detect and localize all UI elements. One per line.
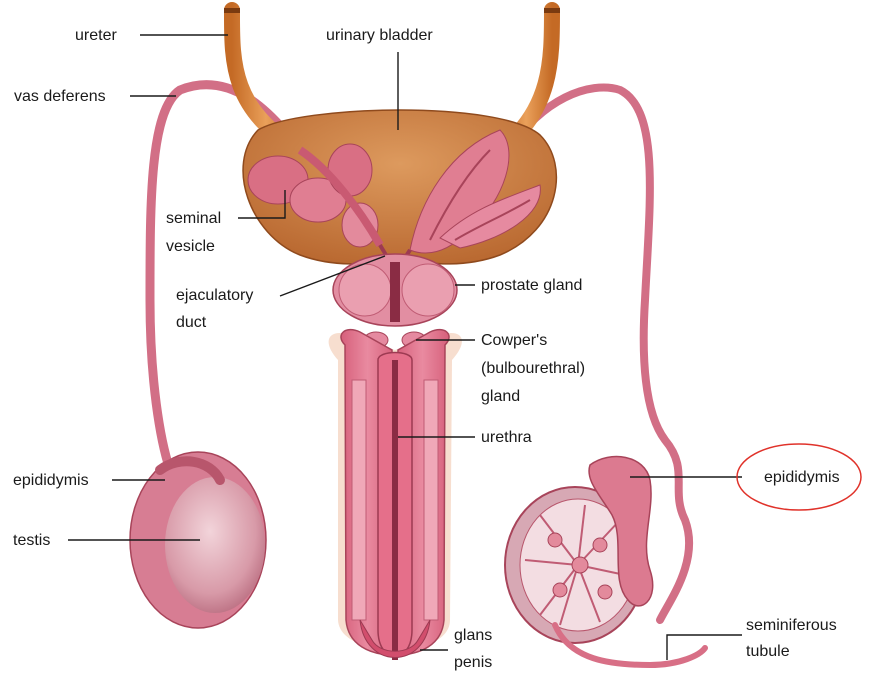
label-epididymis-left: epididymis [13, 472, 89, 489]
label-ejaculatory-duct-2: duct [176, 314, 207, 331]
label-testis: testis [13, 532, 50, 549]
ureter-left-cap [224, 8, 240, 13]
label-cowpers-gland-2: (bulbourethral) [481, 360, 585, 377]
label-seminiferous-tubule-2: tubule [746, 643, 790, 660]
label-epididymis-right: epididymis [764, 469, 840, 486]
ureter-right-cap [544, 8, 560, 13]
label-seminiferous-tubule-1: seminiferous [746, 617, 837, 634]
label-glans-penis-1: glans [454, 627, 492, 644]
prostate [333, 254, 457, 326]
label-seminal-vesicle-2: vesicle [166, 238, 215, 255]
label-urethra: urethra [481, 429, 532, 446]
penis [329, 330, 462, 660]
label-urinary-bladder: urinary bladder [326, 27, 433, 44]
label-ejaculatory-duct-1: ejaculatory [176, 287, 253, 304]
label-seminal-vesicle-1: seminal [166, 210, 221, 227]
label-glans-penis-2: penis [454, 654, 492, 671]
label-prostate-gland: prostate gland [481, 277, 582, 294]
label-ureter: ureter [75, 27, 117, 44]
label-cowpers-gland-1: Cowper's [481, 332, 547, 349]
label-cowpers-gland-3: gland [481, 388, 520, 405]
illustration [130, 8, 705, 665]
label-vas-deferens: vas deferens [14, 88, 106, 105]
